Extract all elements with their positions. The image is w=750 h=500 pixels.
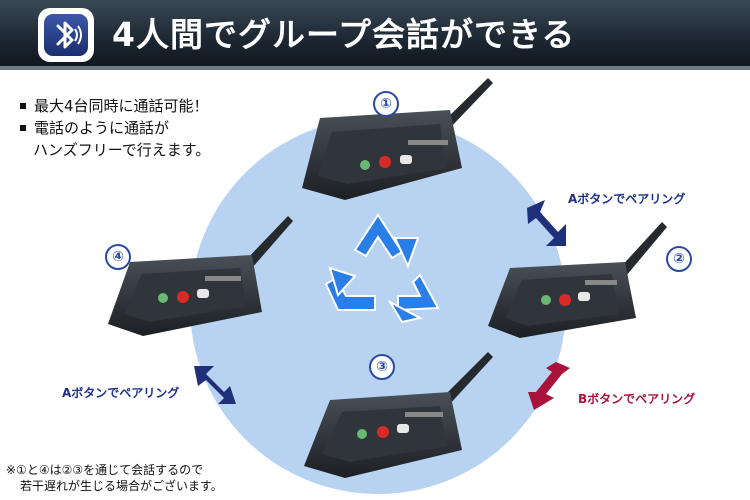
header-divider [0,66,750,70]
feature-item: 電話のように通話が [18,117,210,139]
pairing-label-a-top: Aボタンでペアリング [568,192,686,206]
intercom-device-4 [108,216,293,336]
arrow-a-bottom [194,366,236,404]
arrow-b [528,362,570,410]
intercom-device-3 [304,352,493,478]
feature-item: ハンズフリーで行えます。 [33,141,211,159]
device-number-4: ④ [105,244,131,270]
intercom-device-1 [302,78,493,200]
pairing-label-b: Bボタンでペアリング [578,392,696,406]
device-number-2: ② [666,246,692,272]
header-banner [0,0,750,70]
arrow-a-top [527,200,566,246]
device-number-3: ③ [369,354,395,380]
feature-list: 最大4台同時に通話可能！ 電話のように通話が ハンズフリーで行えます。 [18,95,210,161]
page-title: 4人間でグループ会話ができる [112,15,576,54]
intercom-device-2 [488,222,667,338]
device-number-1: ① [373,91,399,117]
footnote-line: 若干遅れが生じる場合がございます。 [20,479,223,493]
feature-item: 最大4台同時に通話可能！ [18,95,210,117]
pairing-label-a-bottom: Aボタンでペアリング [62,386,180,400]
bluetooth-icon [44,14,88,56]
footnote-line: ※①と④は②③を通じて会話するので [6,463,204,477]
footnote: ※①と④は②③を通じて会話するので 若干遅れが生じる場合がございます。 [6,462,223,494]
